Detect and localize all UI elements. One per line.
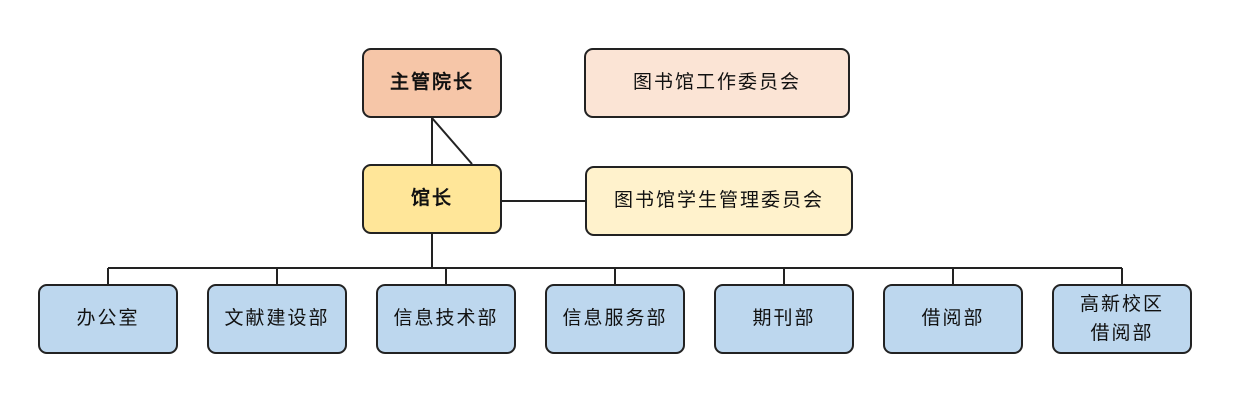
department-periodicals: 期刊部 bbox=[714, 284, 854, 354]
department-information-technology: 信息技术部 bbox=[376, 284, 516, 354]
department-label: 办公室 bbox=[76, 307, 140, 330]
student-management-committee-box: 图书馆学生管理委员会 bbox=[585, 166, 853, 236]
department-hightech-campus-lending: 高新校区 借阅部 bbox=[1052, 284, 1192, 354]
department-lending: 借阅部 bbox=[883, 284, 1023, 354]
department-label: 文献建设部 bbox=[224, 307, 330, 330]
dean-label: 主管院长 bbox=[389, 71, 474, 94]
director-box: 馆长 bbox=[362, 164, 502, 234]
department-collection-development: 文献建设部 bbox=[207, 284, 347, 354]
library-work-committee-label: 图书馆工作委员会 bbox=[632, 71, 801, 94]
dean-box: 主管院长 bbox=[362, 48, 502, 118]
department-label: 期刊部 bbox=[752, 307, 816, 330]
department-label: 信息技术部 bbox=[393, 307, 499, 330]
student-management-committee-label: 图书馆学生管理委员会 bbox=[613, 189, 824, 212]
library-work-committee-box: 图书馆工作委员会 bbox=[584, 48, 850, 118]
department-label-line-2: 借阅部 bbox=[1090, 322, 1154, 344]
department-information-service: 信息服务部 bbox=[545, 284, 685, 354]
department-label-line-1: 高新校区 bbox=[1079, 292, 1164, 315]
department-label-multiline: 高新校区 借阅部 bbox=[1080, 290, 1164, 349]
department-label: 借阅部 bbox=[921, 307, 985, 330]
director-label: 馆长 bbox=[410, 187, 453, 210]
department-office: 办公室 bbox=[38, 284, 178, 354]
line-dean-director-diagonal bbox=[431, 117, 473, 165]
department-label: 信息服务部 bbox=[562, 307, 668, 330]
